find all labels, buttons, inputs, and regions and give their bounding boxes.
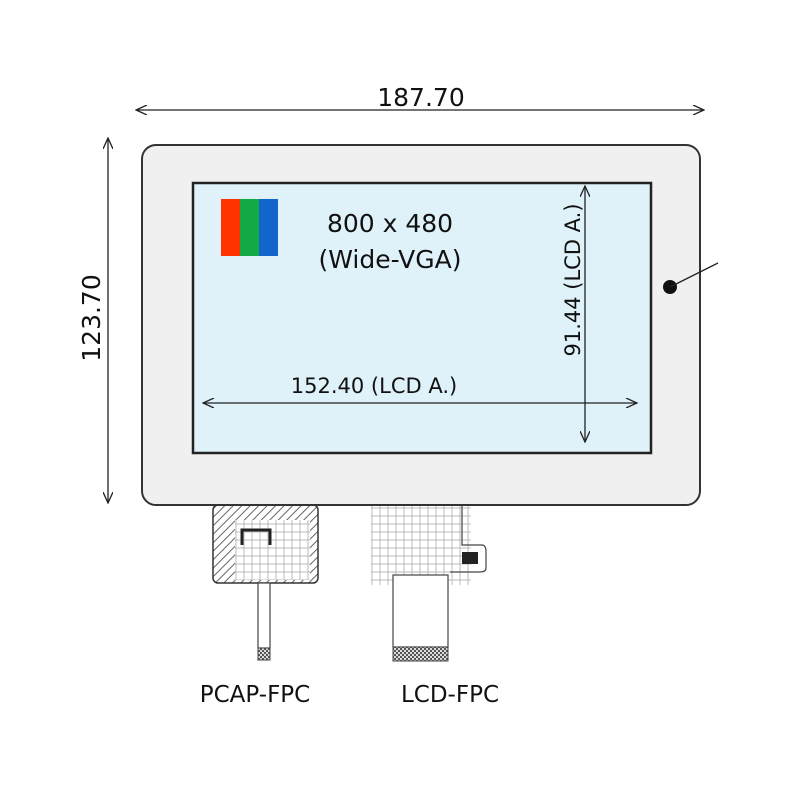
lcd-width-label: 152.40 (LCD A.): [291, 374, 457, 398]
sensor-leader-line: [669, 262, 719, 288]
lcd-height-label: 91.44 (LCD A.): [561, 203, 585, 356]
lcd-fpc: [371, 505, 487, 662]
pcap-fpc: [212, 504, 319, 661]
format-label: (Wide-VGA): [318, 245, 461, 274]
overall-height-label: 123.70: [77, 274, 106, 361]
overall-width-label: 187.70: [377, 83, 464, 112]
lcd-fpc-label: LCD-FPC: [401, 682, 499, 708]
rgb-pixel-icon: [221, 199, 278, 256]
resolution-label: 800 x 480: [327, 209, 453, 238]
pcap-fpc-label: PCAP-FPC: [200, 682, 311, 708]
